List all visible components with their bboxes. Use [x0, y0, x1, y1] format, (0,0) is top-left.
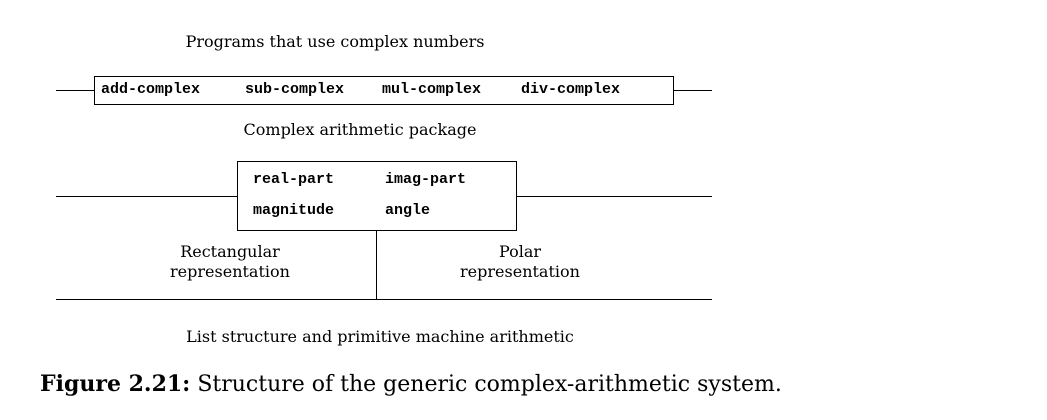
selector-real-part: real-part — [253, 171, 335, 188]
op-div-complex: div-complex — [521, 81, 621, 98]
middle-right-line — [517, 196, 712, 197]
polar-label: Polar representation — [420, 242, 620, 282]
rectangular-label-line1: Rectangular — [180, 242, 280, 261]
rectangular-label: Rectangular representation — [130, 242, 330, 282]
op-mul-complex: mul-complex — [382, 81, 482, 98]
op-add-complex: add-complex — [101, 81, 201, 98]
representation-divider — [376, 231, 377, 299]
bottom-line — [56, 299, 712, 300]
figure-number: Figure 2.21: — [40, 371, 191, 397]
selectors-box: real-part imag-part magnitude angle — [237, 161, 517, 231]
polar-label-line2: representation — [460, 262, 580, 281]
package-label: Complex arithmetic package — [243, 120, 477, 139]
programs-label: Programs that use complex numbers — [185, 32, 485, 51]
selector-magnitude: magnitude — [253, 202, 335, 219]
middle-left-line — [56, 196, 238, 197]
figure-caption-text: Structure of the generic complex-arithme… — [197, 372, 782, 397]
figure-caption: Figure 2.21: Structure of the generic co… — [40, 370, 782, 399]
primitive-arithmetic-label: List structure and primitive machine ari… — [186, 327, 574, 346]
operations-box: add-complex sub-complex mul-complex div-… — [94, 76, 674, 105]
selector-angle: angle — [385, 202, 431, 219]
right-connector-line — [674, 90, 712, 91]
polar-label-line1: Polar — [498, 242, 542, 261]
rectangular-label-line2: representation — [170, 262, 290, 281]
op-sub-complex: sub-complex — [245, 81, 345, 98]
left-connector-line — [56, 90, 94, 91]
selector-imag-part: imag-part — [385, 171, 467, 188]
